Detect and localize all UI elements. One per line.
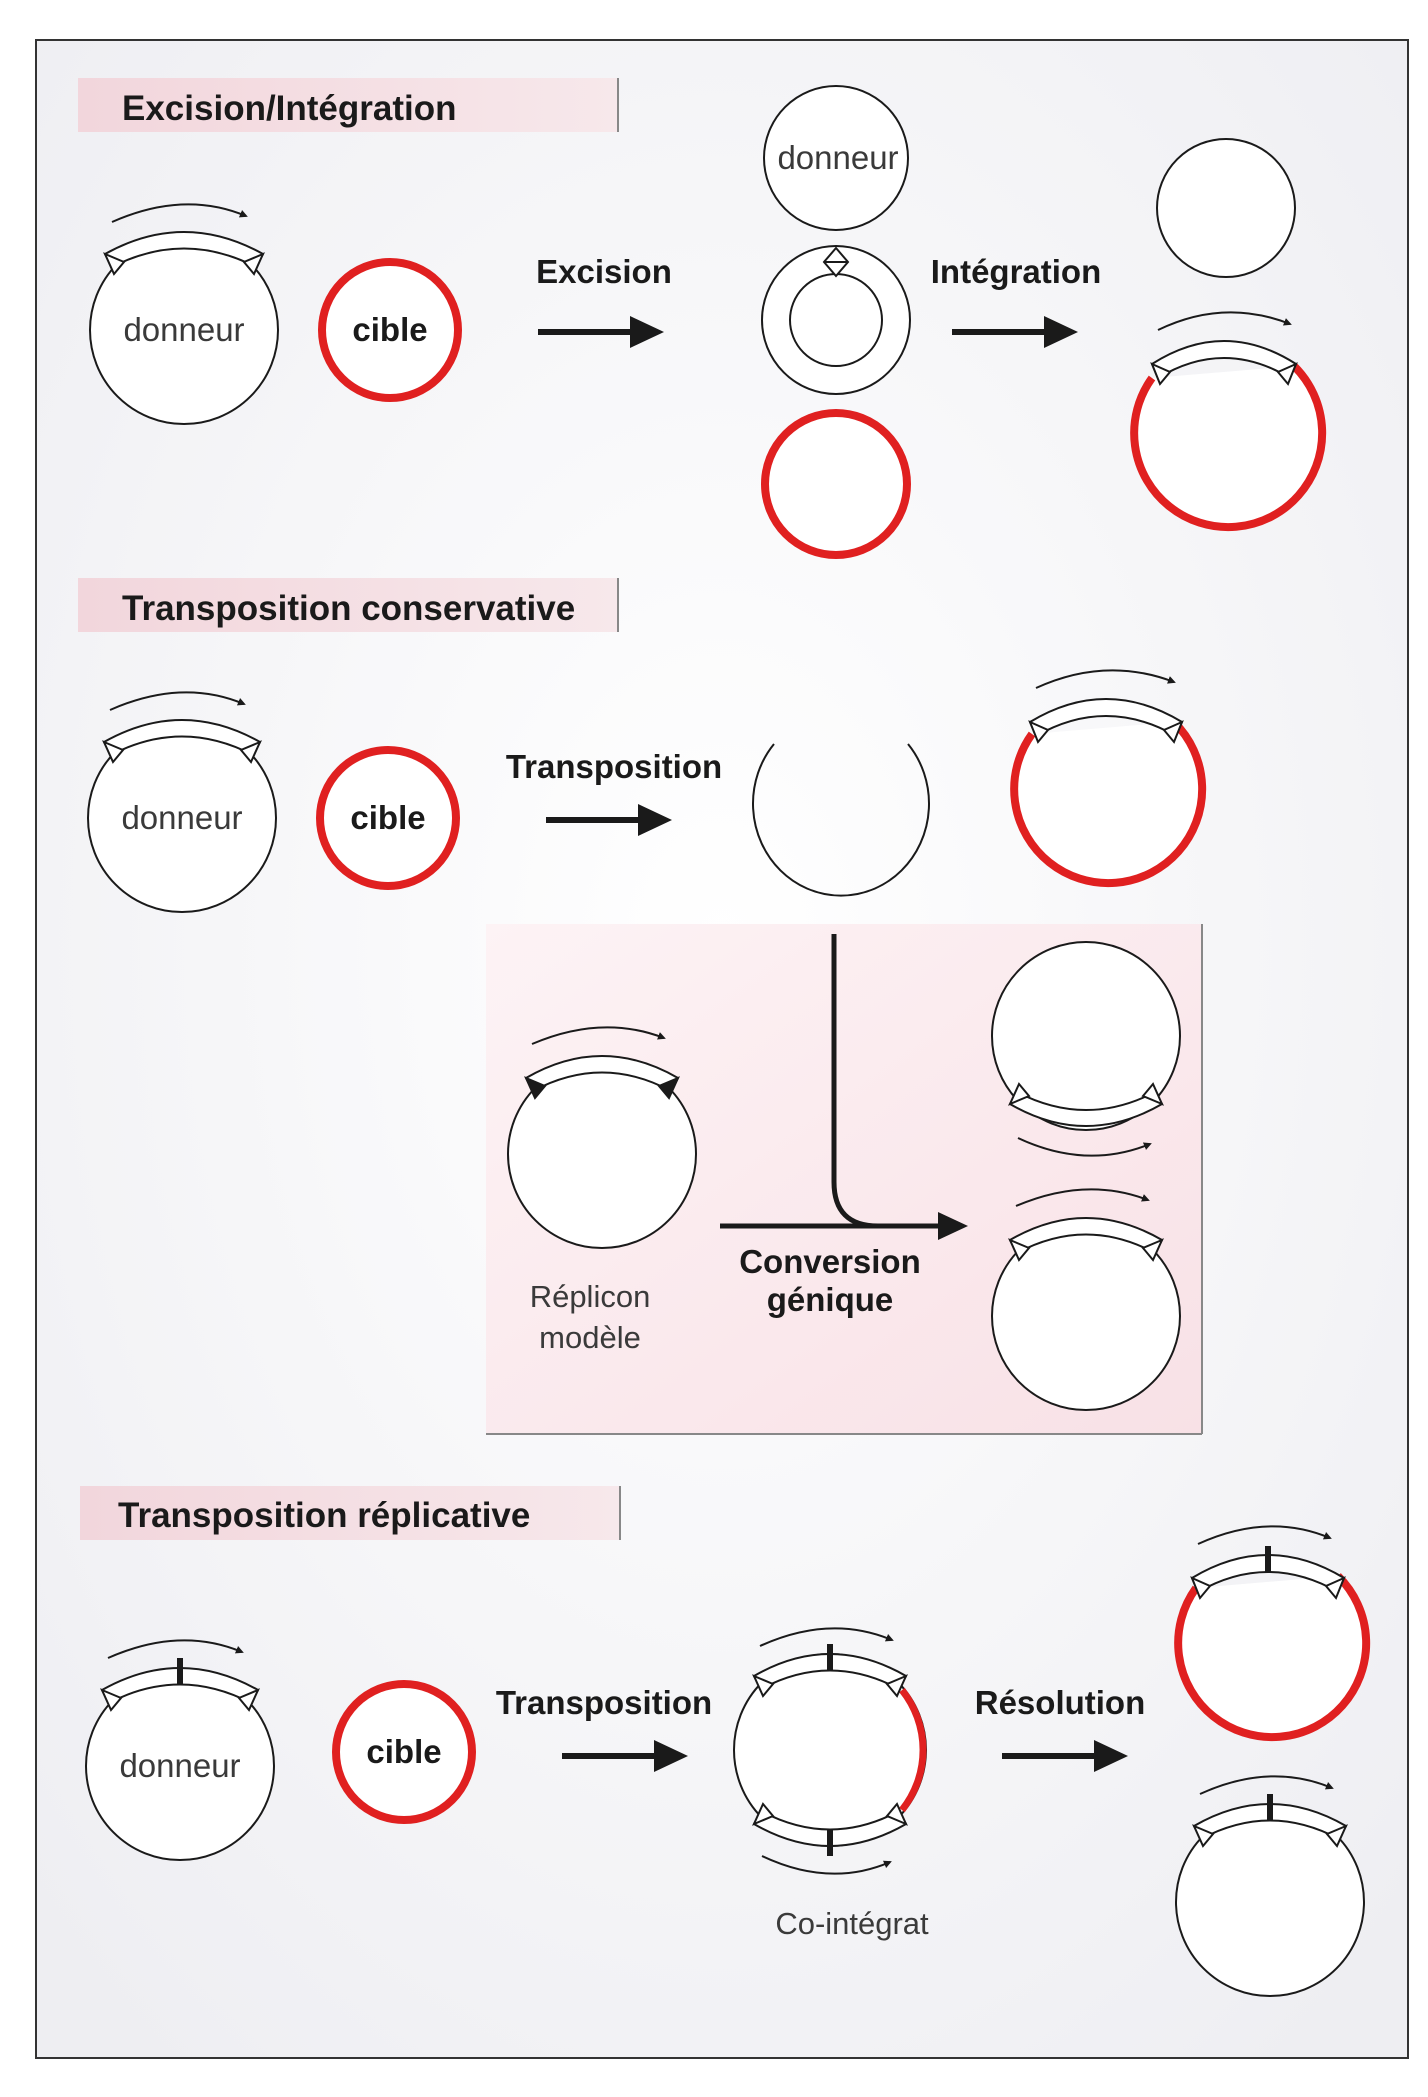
conversion-product-upper [991,941,1181,1157]
target-plasmid: cible [318,258,462,402]
integrated-product [1130,311,1327,532]
replicon-label-line1: Réplicon [530,1279,651,1314]
terminal-repeat-left-icon [103,252,126,276]
target-label-2: cible [350,799,425,836]
donor-plasmid-2: donneur [87,691,277,913]
section-header-box-2 [78,578,618,632]
excised-circle [761,245,911,395]
gene-conversion-inset: Réplicon modèle Conversion génique [486,924,1203,1435]
transposition-label: Transposition [506,748,722,785]
donor-label-2: donneur [777,139,898,176]
donor-label-4: donneur [119,1747,240,1784]
donor-label-3: donneur [121,799,242,836]
conversion-product-lower [991,1188,1181,1411]
transposition-label-2: Transposition [496,1684,712,1721]
donor-remnant: donneur [763,85,909,231]
terminal-repeat-right-icon [242,252,265,276]
section-header-box [78,78,618,132]
conversion-label-line1: Conversion [739,1243,921,1280]
cointegrate-label: Co-intégrat [775,1906,929,1941]
broken-donor [752,743,930,897]
target-plasmid-4: cible [332,1680,476,1824]
section-header-replicative: Transposition réplicative [118,1496,530,1535]
target-label-3: cible [366,1733,441,1770]
excision-label: Excision [536,253,672,290]
transposition-arrow-2 [562,1740,688,1772]
donor-plasmid-3: donneur [85,1639,275,1861]
section-replicative: Transposition réplicative donneur cible … [80,1486,1371,1997]
donor-product [1156,138,1296,278]
section-header-box-3 [80,1486,620,1540]
transposed-product [1010,669,1207,888]
donor-label: donneur [123,311,244,348]
conversion-label-line2: génique [767,1281,894,1318]
target-label: cible [352,311,427,348]
transcription-arrow-icon [111,203,248,223]
integration-label: Intégration [931,253,1102,290]
replicon-label-line2: modèle [539,1320,641,1355]
section-conservative: Transposition conservative donneur cible… [78,578,1207,1435]
excision-arrow [538,316,664,348]
resolved-target [1174,1525,1371,1742]
target-plasmid-3: cible [316,746,460,890]
section-excision: Excision/Intégration donneur cible Excis… [78,78,1327,559]
resolved-donor [1175,1775,1365,1997]
gene-conversion-arrow [720,934,968,1240]
transposition-arrow [546,804,672,836]
section-header-conservative: Transposition conservative [122,589,575,628]
section-header-excision: Excision/Intégration [122,89,457,128]
template-replicon [507,1026,697,1249]
cointegrate [733,1627,927,1875]
target-plasmid-2 [761,409,911,559]
integration-arrow [952,316,1078,348]
donor-plasmid: donneur [89,203,279,425]
resolution-arrow [1002,1740,1128,1772]
resolution-label: Résolution [975,1684,1146,1721]
